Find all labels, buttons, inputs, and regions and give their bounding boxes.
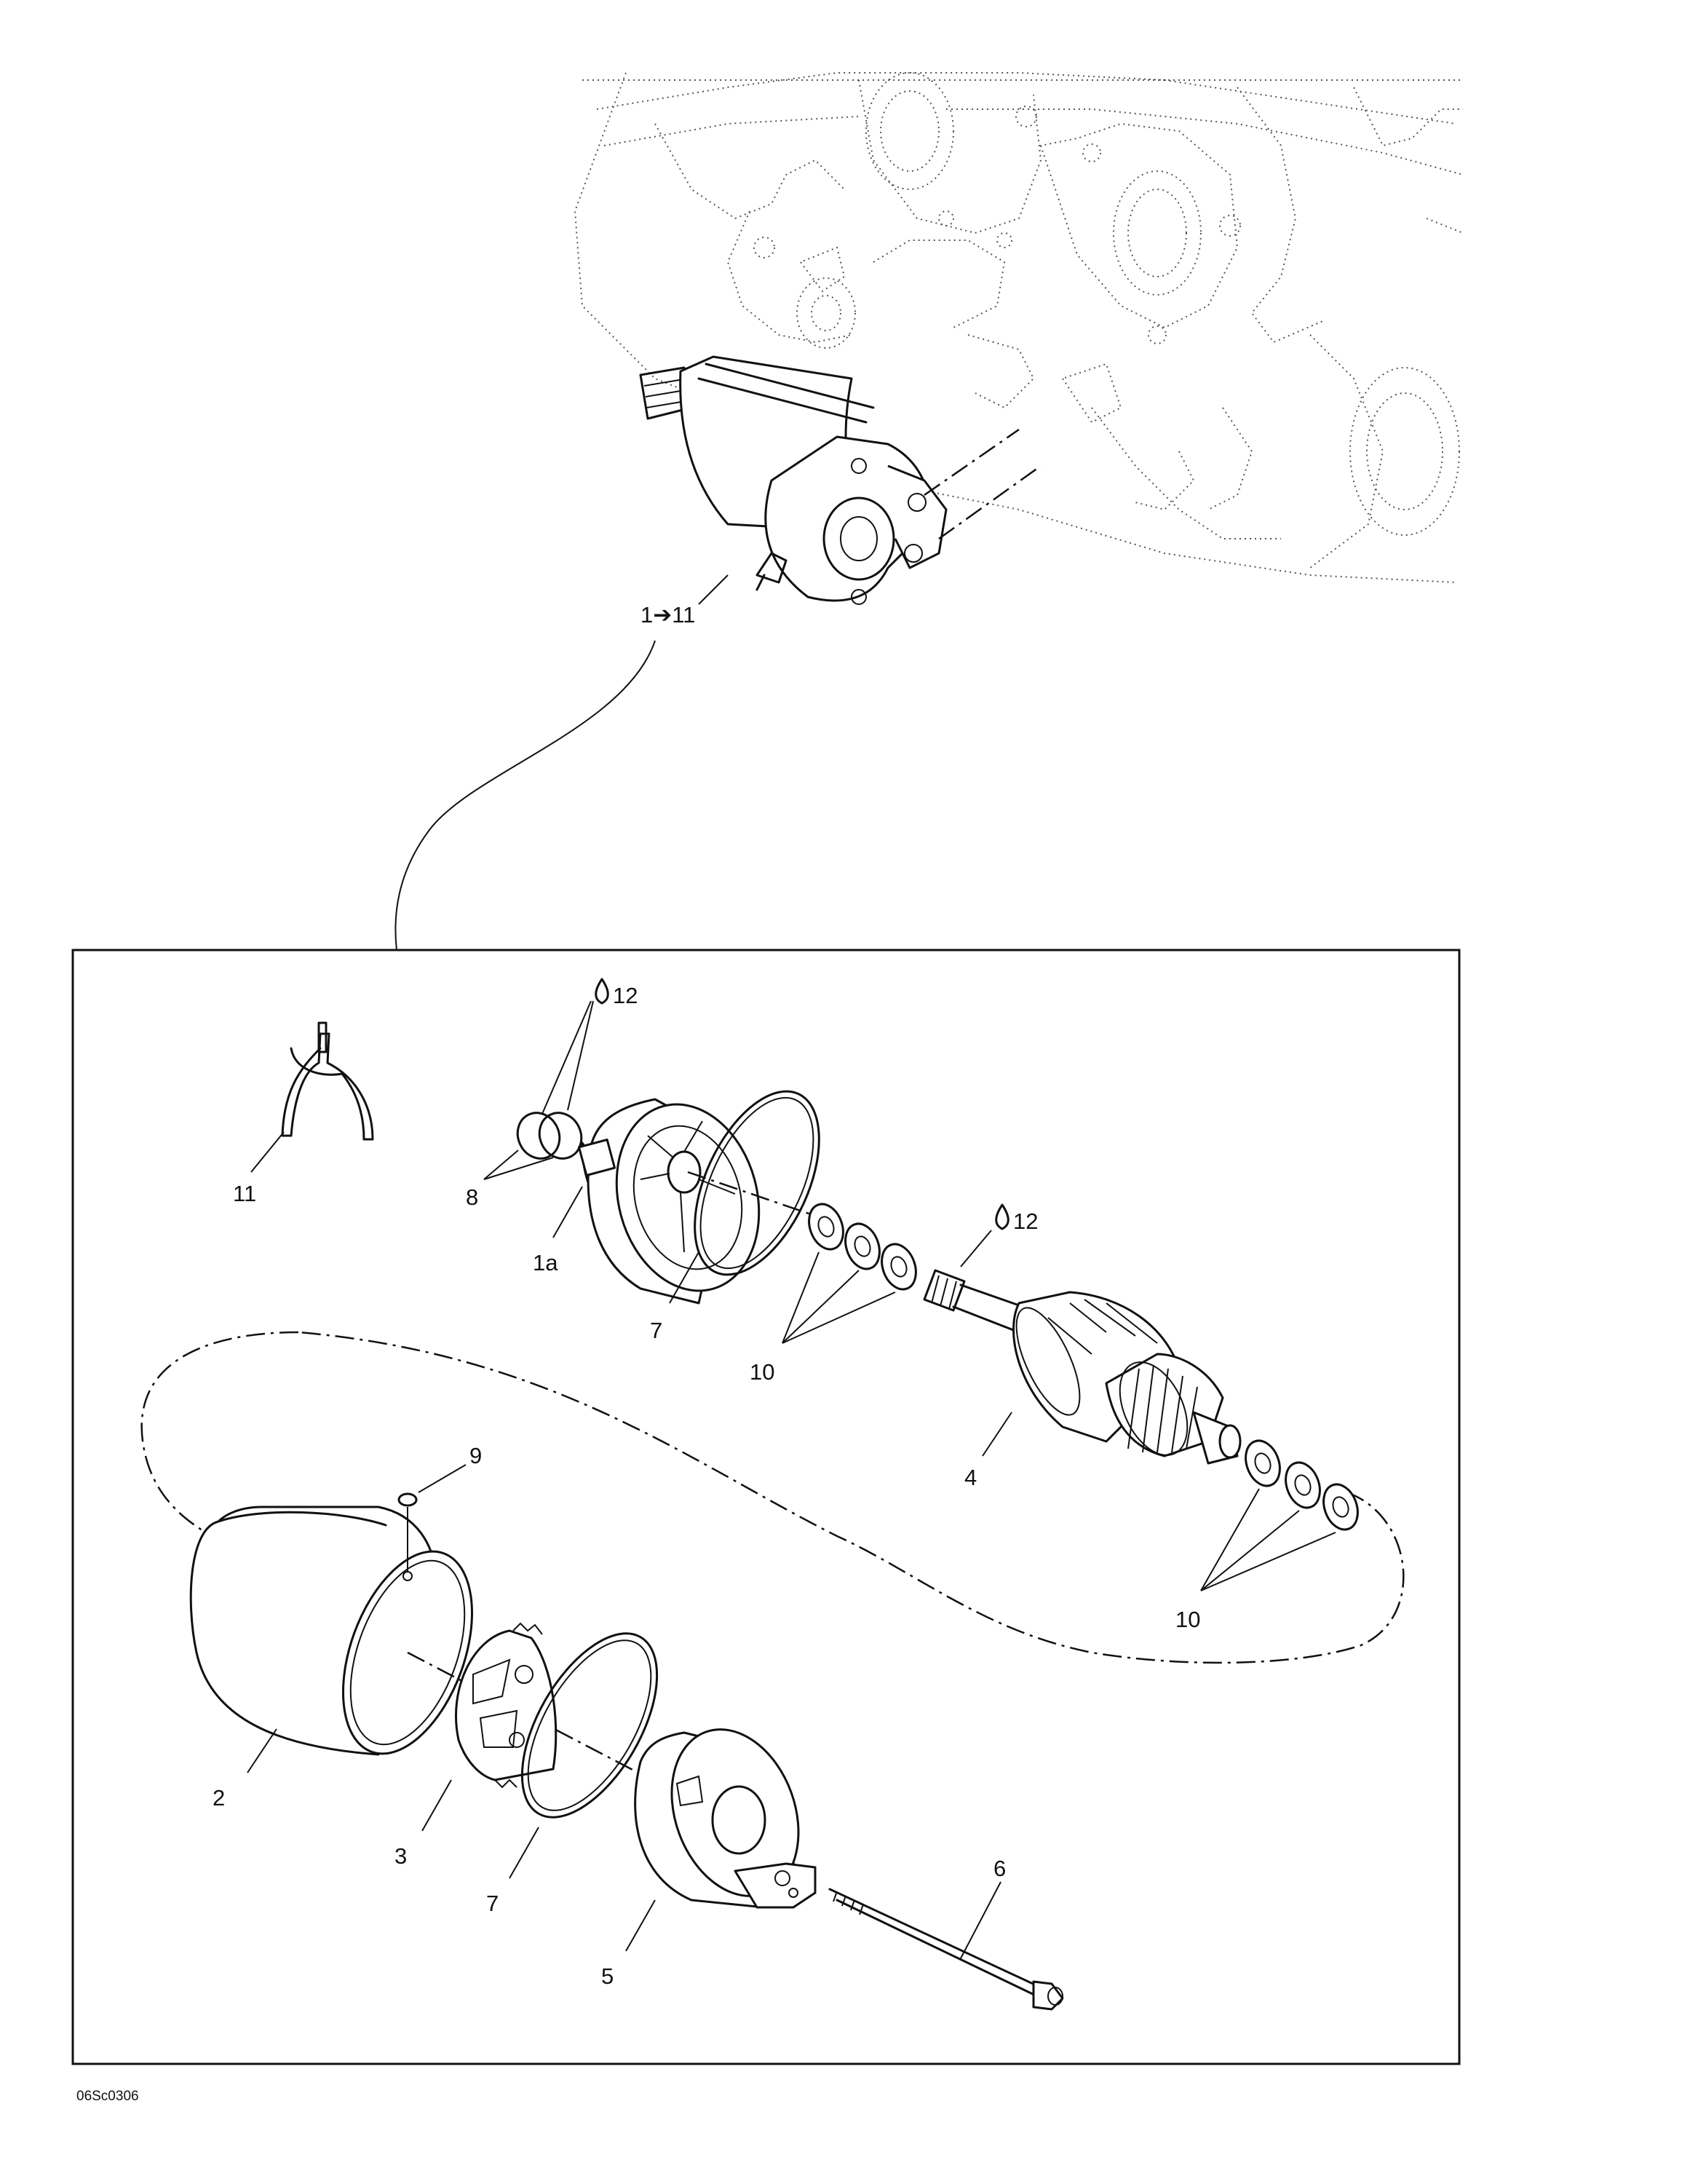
leader-10a-2 bbox=[782, 1270, 860, 1344]
leader-7b bbox=[509, 1827, 539, 1879]
assembly-leader bbox=[698, 574, 729, 605]
part-4-armature bbox=[923, 1269, 1242, 1465]
part-3-brush-holder bbox=[455, 1622, 558, 1789]
leader-5 bbox=[625, 1899, 656, 1952]
leader-10a-3 bbox=[782, 1291, 896, 1344]
engine-block-ghost bbox=[574, 72, 1464, 583]
callout-11: 11 bbox=[233, 1181, 256, 1206]
exploded-view-frame bbox=[71, 949, 1461, 2065]
leader-2 bbox=[247, 1728, 277, 1773]
part-7-o-ring-upper bbox=[694, 1090, 820, 1276]
part-8-o-rings bbox=[516, 1112, 583, 1160]
part-10-washers-lower bbox=[1245, 1439, 1359, 1531]
oil-drop-icon bbox=[995, 1203, 1009, 1230]
callout-12b: 12 bbox=[1013, 1208, 1038, 1234]
part-7-o-ring-lower bbox=[520, 1632, 659, 1819]
callout-6: 6 bbox=[993, 1856, 1006, 1881]
callout-12a: 12 bbox=[613, 983, 638, 1008]
assembly-connector-curve bbox=[394, 640, 656, 951]
leader-10a-1 bbox=[782, 1251, 820, 1344]
leader-1a bbox=[552, 1186, 583, 1238]
part-7-o-ring-lower-inner bbox=[527, 1639, 652, 1811]
callout-9: 9 bbox=[469, 1443, 482, 1468]
assembly-range-label: 1➔11 bbox=[640, 602, 695, 628]
part-9-seal bbox=[397, 1492, 418, 1507]
leader-7a bbox=[669, 1251, 699, 1304]
part-7-o-ring-upper-inner bbox=[699, 1096, 814, 1270]
drawing-code: 06Sc0306 bbox=[76, 2089, 139, 2104]
leader-8b bbox=[483, 1157, 554, 1180]
leader-3 bbox=[421, 1779, 452, 1832]
leader-12a-2 bbox=[567, 1000, 594, 1111]
callout-10a: 10 bbox=[750, 1359, 774, 1385]
leader-10b-1 bbox=[1200, 1488, 1260, 1591]
callout-1a: 1a bbox=[533, 1250, 558, 1275]
callout-8: 8 bbox=[466, 1184, 478, 1210]
callout-4: 4 bbox=[964, 1465, 977, 1490]
part-10-washers-upper bbox=[808, 1203, 917, 1291]
part-6-through-bolt bbox=[828, 1888, 1064, 2011]
leader-10b-2 bbox=[1200, 1510, 1300, 1591]
starter-assembly-top bbox=[639, 355, 1042, 605]
oil-drop-icon bbox=[595, 978, 609, 1005]
callout-3: 3 bbox=[394, 1843, 407, 1869]
part-1a-drive-housing bbox=[578, 1098, 761, 1305]
leader-9 bbox=[418, 1464, 467, 1493]
leader-4 bbox=[982, 1412, 1012, 1457]
part-5-end-cover bbox=[634, 1728, 817, 1909]
callout-5: 5 bbox=[601, 1963, 614, 1989]
leader-6 bbox=[960, 1881, 1001, 1959]
callout-7a: 7 bbox=[650, 1318, 662, 1343]
leader-8a bbox=[483, 1150, 519, 1180]
callout-2: 2 bbox=[213, 1785, 225, 1811]
leader-12b bbox=[960, 1230, 992, 1267]
callout-10b: 10 bbox=[1175, 1607, 1200, 1632]
leader-11 bbox=[250, 1131, 285, 1173]
leader-10b-3 bbox=[1200, 1532, 1336, 1591]
assembly-loop-line bbox=[140, 1331, 1405, 1664]
part-11-clamp bbox=[281, 1021, 374, 1141]
part-2-yoke-housing bbox=[189, 1506, 473, 1756]
callout-7b: 7 bbox=[486, 1891, 499, 1916]
leader-12a-1 bbox=[542, 1000, 592, 1115]
